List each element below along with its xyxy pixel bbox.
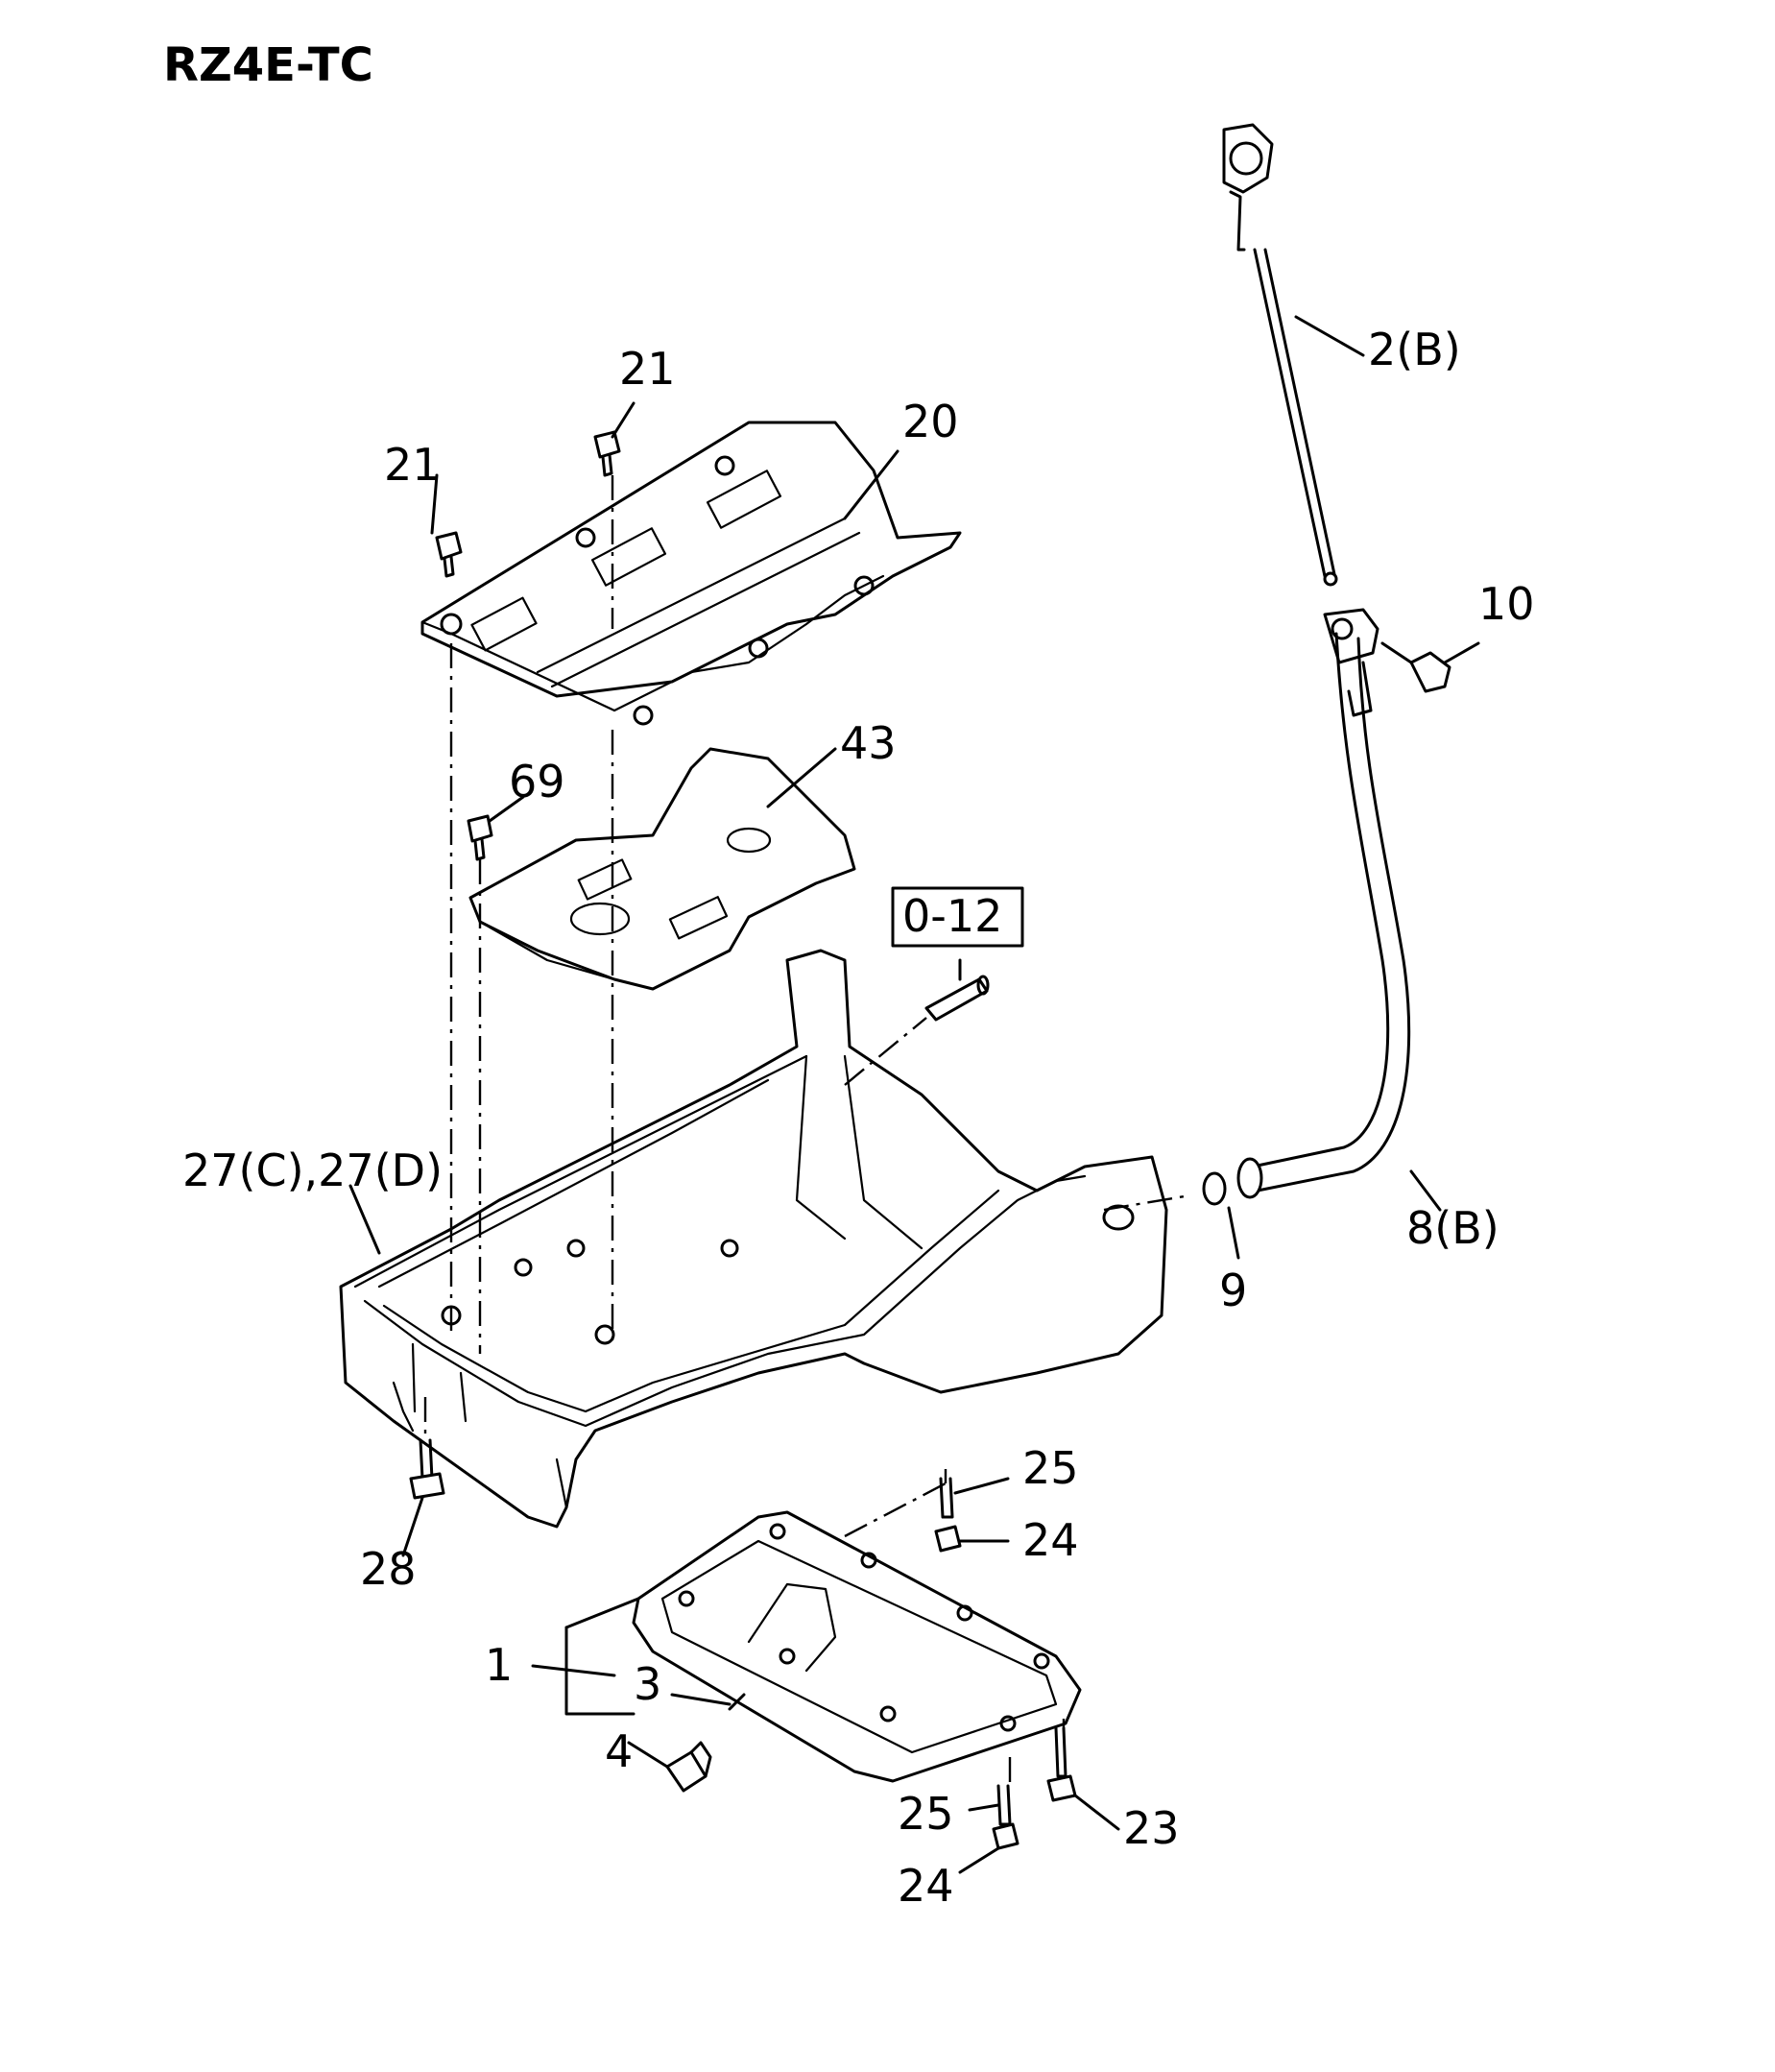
stud-25-upper-part bbox=[939, 1477, 954, 1519]
leader-lines bbox=[348, 315, 1480, 1874]
dipstick-guide-tube-part bbox=[1236, 608, 1411, 1199]
reference-box bbox=[891, 886, 1024, 948]
callout-21-top: 21 bbox=[619, 343, 676, 395]
heat-shield-part bbox=[420, 421, 962, 726]
upper-oil-pan-part bbox=[339, 949, 1168, 1529]
callout-10: 10 bbox=[1478, 578, 1535, 630]
seal-part bbox=[728, 1693, 746, 1711]
callout-8b: 8(B) bbox=[1406, 1202, 1499, 1254]
callout-27: 27(C),27(D) bbox=[182, 1144, 443, 1196]
callout-9: 9 bbox=[1219, 1265, 1247, 1316]
bolt-69-part bbox=[467, 814, 493, 861]
assembly-guide-lines bbox=[423, 475, 1191, 1786]
nut-24-upper-part bbox=[934, 1525, 962, 1553]
callout-0-12: 0-12 bbox=[902, 890, 1002, 942]
dowel-pin-part bbox=[924, 975, 990, 1022]
callout-23: 23 bbox=[1123, 1802, 1180, 1854]
bolt-21-left-part bbox=[435, 531, 463, 578]
dipstick-part bbox=[1222, 123, 1338, 587]
bolt-23-part bbox=[1046, 1726, 1077, 1802]
nut-24-lower-part bbox=[992, 1822, 1019, 1850]
callout-4: 4 bbox=[605, 1725, 633, 1777]
bolt-10-part bbox=[1380, 641, 1451, 693]
callout-69: 69 bbox=[509, 756, 565, 807]
callout-25-lower: 25 bbox=[898, 1788, 954, 1840]
callout-24-lower: 24 bbox=[898, 1860, 954, 1912]
callout-28: 28 bbox=[360, 1543, 417, 1595]
callout-1: 1 bbox=[485, 1639, 513, 1691]
engine-model-title: RZ4E-TC bbox=[163, 38, 373, 92]
callout-43: 43 bbox=[840, 717, 897, 769]
callout-20: 20 bbox=[902, 396, 959, 447]
callout-24-upper: 24 bbox=[1022, 1514, 1079, 1566]
o-ring-part bbox=[1202, 1171, 1227, 1206]
stud-25-lower-part bbox=[996, 1784, 1012, 1826]
drain-plug-part bbox=[665, 1741, 712, 1793]
callout-labels: 2(B) 10 21 21 20 43 69 0-12 27(C),27(D) … bbox=[182, 324, 1535, 1912]
callout-25-upper: 25 bbox=[1022, 1442, 1079, 1494]
baffle-plate-part bbox=[468, 747, 856, 991]
bolt-28-part bbox=[409, 1438, 445, 1500]
bolt-21-right-part bbox=[593, 430, 621, 477]
callout-2b: 2(B) bbox=[1368, 324, 1461, 375]
callout-3: 3 bbox=[634, 1658, 661, 1710]
lower-oil-pan-part bbox=[632, 1510, 1082, 1783]
callout-21-left: 21 bbox=[384, 439, 441, 491]
